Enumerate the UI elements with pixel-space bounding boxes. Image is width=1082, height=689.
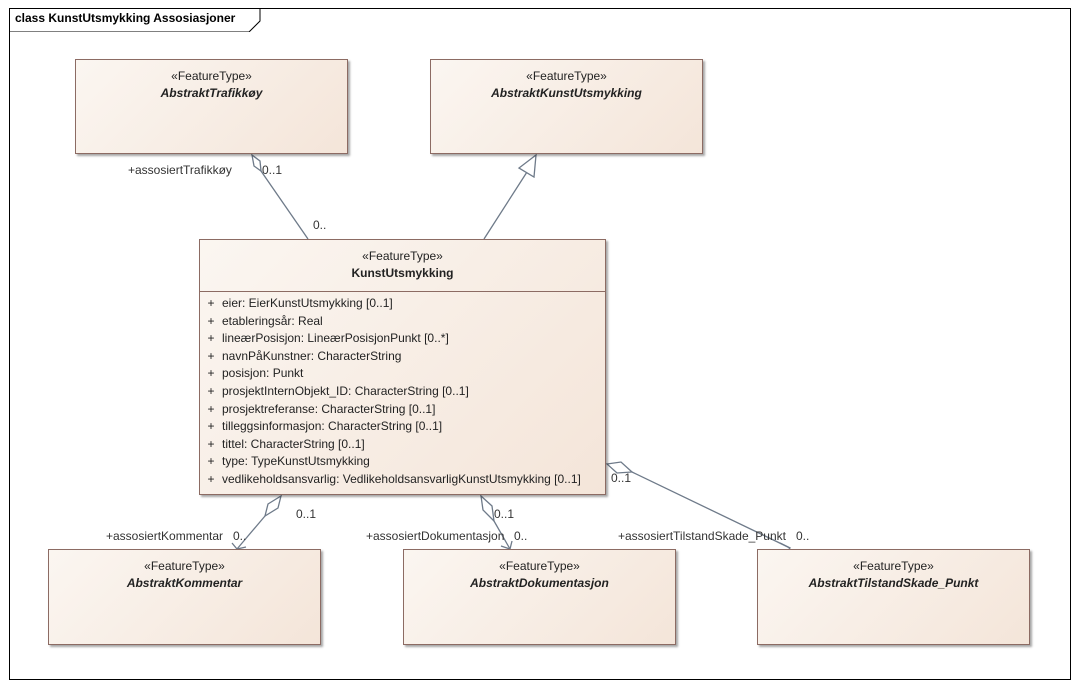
stereotype-label: «FeatureType»	[499, 559, 580, 573]
multiplicity-kommentar-source: 0..1	[296, 507, 317, 521]
assoc-kommentar-diamond	[263, 494, 283, 518]
multiplicity-trafikkoy-source: 0..	[313, 218, 327, 232]
attribute-text: navnPåKunstner: CharacterString	[222, 348, 402, 363]
attribute-text: lineærPosisjon: LineærPosisjonPunkt [0..…	[222, 331, 449, 346]
frame-tab	[9, 8, 261, 32]
attribute-text: prosjektreferanse: CharacterString [0..1…	[222, 401, 436, 416]
attribute-compartment: +eier: EierKunstUtsmykking [0..1] +etabl…	[200, 291, 605, 489]
role-assosiert-tilstand-skade-punkt: +assosiertTilstandSkade_Punkt	[618, 529, 786, 543]
class-abstrakt-kommentar[interactable]: «FeatureType» AbstraktKommentar	[48, 549, 321, 645]
stereotype-label: «FeatureType»	[171, 69, 252, 83]
attribute-text: tittel: CharacterString [0..1]	[222, 436, 365, 451]
multiplicity-kommentar-target: 0..	[233, 529, 247, 543]
attribute-row[interactable]: +lineærPosisjon: LineærPosisjonPunkt [0.…	[207, 331, 449, 346]
attribute-text: type: TypeKunstUtsmykking	[222, 454, 370, 469]
assoc-kommentar-line	[236, 515, 266, 550]
class-name: AbstraktKunstUtsmykking	[491, 86, 642, 100]
assoc-dok-diamond	[480, 494, 495, 523]
stereotype-label: «FeatureType»	[853, 559, 934, 573]
generalization-line	[483, 171, 528, 240]
attribute-text: posisjon: Punkt	[222, 366, 304, 381]
class-abstrakt-tilstand-skade-punkt[interactable]: «FeatureType» AbstraktTilstandSkade_Punk…	[757, 549, 1030, 645]
attribute-row[interactable]: +tittel: CharacterString [0..1]	[207, 436, 365, 451]
class-name: AbstraktTrafikkøy	[160, 86, 263, 100]
role-assosiert-trafikkoy: +assosiertTrafikkøy	[128, 163, 232, 177]
class-name: AbstraktTilstandSkade_Punkt	[808, 576, 979, 590]
multiplicity-tilstand-source: 0..1	[611, 471, 632, 485]
multiplicity-trafikkoy-target: 0..1	[262, 163, 283, 177]
assoc-tilstand-line	[631, 471, 791, 549]
attribute-text: vedlikeholdsansvarlig: Vedlikeholdsansva…	[222, 471, 581, 486]
assoc-trafikkoy-diamond	[251, 153, 262, 173]
class-abstrakt-trafikkoy[interactable]: «FeatureType» AbstraktTrafikkøy	[75, 59, 348, 154]
role-assosiert-kommentar: +assosiertKommentar	[106, 529, 224, 543]
stereotype-label: «FeatureType»	[362, 249, 443, 263]
class-kunst-utsmykking[interactable]: «FeatureType» KunstUtsmykking +eier: Eie…	[199, 239, 606, 495]
assoc-dok-line	[493, 520, 511, 550]
class-name: AbstraktDokumentasjon	[470, 576, 609, 590]
attribute-row[interactable]: +eier: EierKunstUtsmykking [0..1]	[207, 296, 393, 310]
attribute-row[interactable]: +posisjon: Punkt	[207, 366, 304, 381]
attribute-text: etableringsår: Real	[222, 313, 323, 328]
multiplicity-dok-target: 0..	[514, 529, 528, 543]
attribute-row[interactable]: +tilleggsinformasjon: CharacterString [0…	[207, 419, 443, 434]
assoc-trafikkoy-line	[260, 170, 309, 240]
multiplicity-tilstand-target: 0..	[796, 529, 810, 543]
attribute-row[interactable]: +prosjektreferanse: CharacterString [0..…	[207, 401, 436, 416]
frame-title: class KunstUtsmykking Assosiasjoner	[15, 11, 236, 25]
class-abstrakt-dokumentasjon[interactable]: «FeatureType» AbstraktDokumentasjon	[403, 549, 676, 645]
attribute-row[interactable]: +navnPåKunstner: CharacterString	[207, 348, 402, 363]
attribute-text: prosjektInternObjekt_ID: CharacterString…	[222, 383, 469, 398]
multiplicity-dok-source: 0..1	[494, 507, 515, 521]
attribute-row[interactable]: +type: TypeKunstUtsmykking	[207, 454, 370, 469]
attribute-row[interactable]: +vedlikeholdsansvarlig: Vedlikeholdsansv…	[207, 471, 581, 486]
diagram-frame	[9, 8, 1071, 680]
class-name: AbstraktKommentar	[126, 576, 243, 590]
class-name: KunstUtsmykking	[351, 266, 454, 280]
attribute-text: eier: EierKunstUtsmykking [0..1]	[222, 296, 393, 310]
stereotype-label: «FeatureType»	[144, 559, 225, 573]
attribute-row[interactable]: +etableringsår: Real	[207, 313, 323, 328]
attribute-text: tilleggsinformasjon: CharacterString [0.…	[222, 419, 443, 434]
role-assosiert-dokumentasjon: +assosiertDokumentasjon	[366, 529, 505, 543]
class-abstrakt-kunst-utsmykking[interactable]: «FeatureType» AbstraktKunstUtsmykking	[430, 59, 703, 154]
attribute-row[interactable]: +prosjektInternObjekt_ID: CharacterStrin…	[207, 383, 469, 398]
stereotype-label: «FeatureType»	[526, 69, 607, 83]
generalization-arrowhead	[517, 153, 537, 179]
